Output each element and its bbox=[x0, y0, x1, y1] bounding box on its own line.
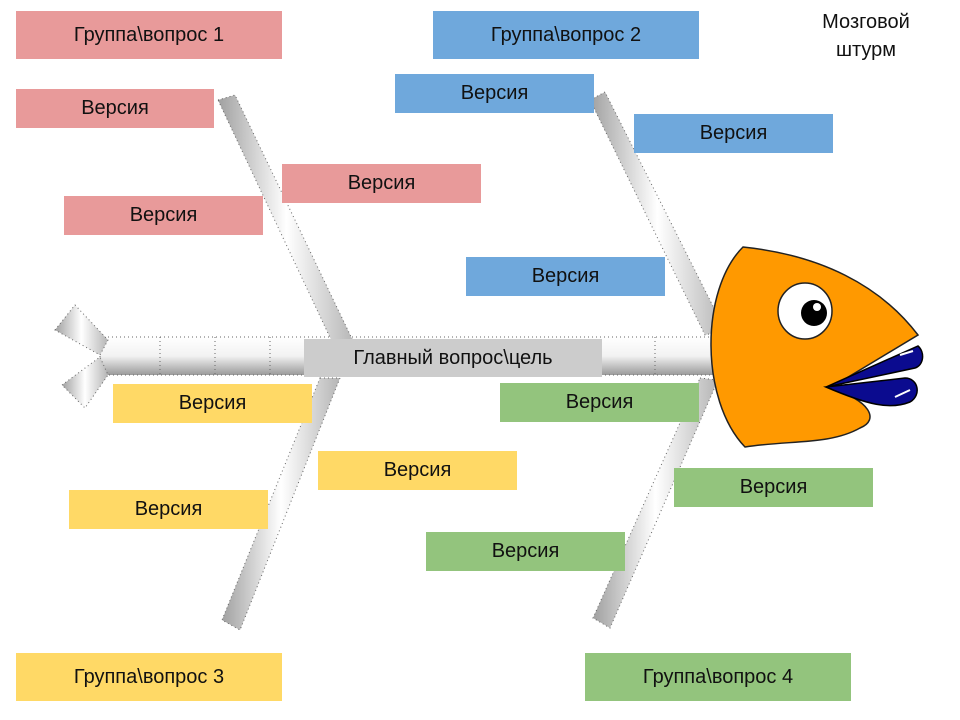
group-3-version[interactable]: Версия bbox=[69, 490, 268, 529]
group-4-version[interactable]: Версия bbox=[500, 383, 699, 422]
group-1-version[interactable]: Версия bbox=[64, 196, 263, 235]
diagram-title: Мозговой штурм bbox=[822, 11, 910, 61]
group-2-header[interactable]: Группа\вопрос 2 bbox=[433, 11, 699, 59]
group-2-version[interactable]: Версия bbox=[395, 74, 594, 113]
group-3-version[interactable]: Версия bbox=[113, 384, 312, 423]
group-1-version[interactable]: Версия bbox=[16, 89, 214, 128]
bone-group-3 bbox=[221, 377, 341, 631]
group-4-header[interactable]: Группа\вопрос 4 bbox=[585, 653, 851, 701]
bone-group-2 bbox=[589, 91, 726, 336]
fish-upper-lip bbox=[825, 345, 924, 388]
fish-head bbox=[710, 246, 924, 448]
group-3-header[interactable]: Группа\вопрос 3 bbox=[16, 653, 282, 701]
group-4-version[interactable]: Версия bbox=[674, 468, 873, 507]
group-4-version[interactable]: Версия bbox=[426, 532, 625, 571]
group-2-version[interactable]: Версия bbox=[466, 257, 665, 296]
group-1-version[interactable]: Версия bbox=[282, 164, 481, 203]
fish-lower-lip bbox=[823, 377, 918, 407]
group-3-version[interactable]: Версия bbox=[318, 451, 517, 490]
group-1-header[interactable]: Группа\вопрос 1 bbox=[16, 11, 282, 59]
main-question[interactable]: Главный вопрос\цель bbox=[304, 339, 602, 377]
bone-group-1 bbox=[217, 94, 356, 349]
group-2-version[interactable]: Версия bbox=[634, 114, 833, 153]
